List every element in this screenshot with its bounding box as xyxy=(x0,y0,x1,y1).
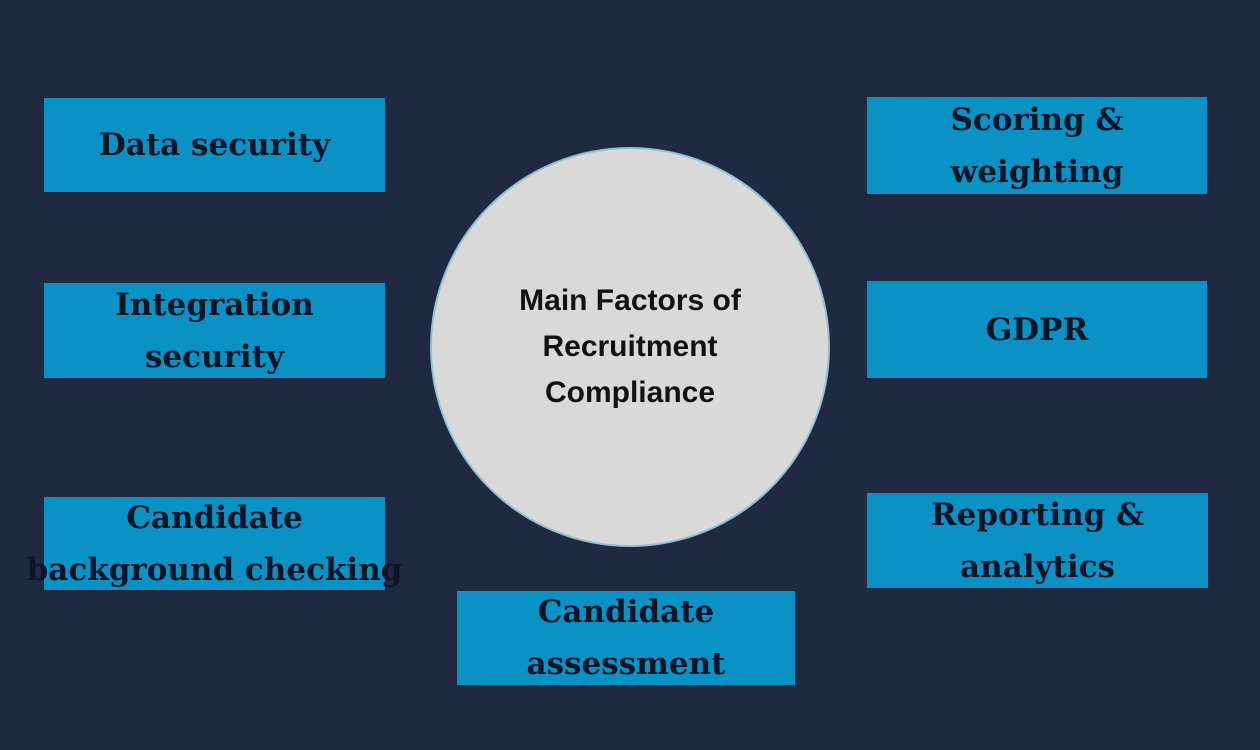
factor-box-candidate-background-checking: Candidate background checking xyxy=(27,497,402,590)
center-circle: Main Factors of Recruitment Compliance xyxy=(430,147,830,547)
center-title-line: Compliance xyxy=(544,376,716,409)
factor-label-line: GDPR xyxy=(985,311,1089,348)
factor-box-integration-security: Integration security xyxy=(44,283,385,378)
factor-box-scoring-weighting: Scoring & weighting xyxy=(867,97,1207,194)
center-title-line: Recruitment xyxy=(542,330,718,363)
factor-label-line: analytics xyxy=(960,548,1115,585)
center-title-line: Main Factors of xyxy=(519,284,741,317)
factor-label-line: Reporting & xyxy=(930,496,1145,533)
factor-label-line: Candidate xyxy=(126,499,303,536)
factor-label-line: Scoring & xyxy=(950,101,1124,138)
factor-label-line: Data security xyxy=(98,127,331,163)
factor-label-line: assessment xyxy=(526,646,726,682)
factor-box-data-security: Data security xyxy=(44,98,385,192)
factor-label-line: Integration xyxy=(115,286,314,323)
factor-label-line: weighting xyxy=(950,153,1124,190)
factor-label-line: security xyxy=(144,338,285,375)
factor-label-line: Candidate xyxy=(537,594,715,630)
factor-box-reporting-analytics: Reporting & analytics xyxy=(867,493,1208,588)
factor-label-line: background checking xyxy=(26,551,403,588)
factor-box-gdpr: GDPR xyxy=(867,281,1207,378)
factor-box-candidate-assessment: Candidate assessment xyxy=(457,591,795,685)
